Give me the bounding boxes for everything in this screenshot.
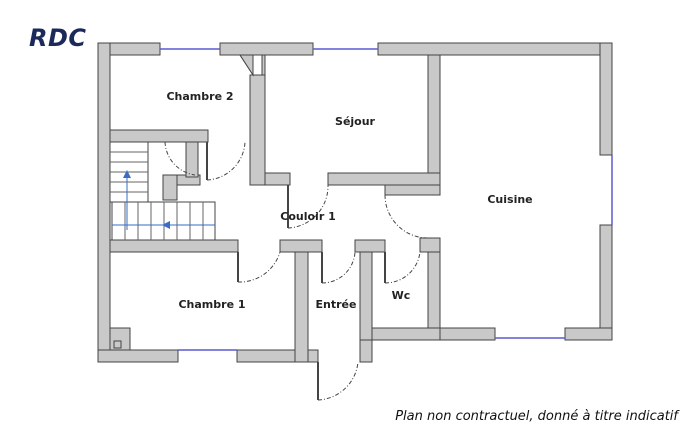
- doors: [164, 141, 429, 401]
- walls: [97, 42, 613, 363]
- disclaimer-note: Plan non contractuel, donné à titre indi…: [395, 409, 678, 424]
- windows: [160, 48, 613, 351]
- stairs-up-arrow-icon: [123, 170, 131, 178]
- room-label-entree: Entrée: [316, 298, 357, 311]
- room-label-chambre2: Chambre 2: [166, 90, 233, 103]
- room-label-wc: Wc: [392, 289, 411, 302]
- staircase: [109, 141, 216, 241]
- room-label-sejour: Séjour: [335, 115, 376, 128]
- floor-title: RDC: [29, 24, 87, 52]
- room-labels: Chambre 2 Séjour Cuisine Couloir 1 Chamb…: [166, 90, 532, 311]
- stairs-left-arrow-icon: [162, 221, 170, 229]
- room-label-cuisine: Cuisine: [487, 193, 532, 206]
- room-label-chambre1: Chambre 1: [178, 298, 245, 311]
- room-label-couloir: Couloir 1: [280, 210, 335, 223]
